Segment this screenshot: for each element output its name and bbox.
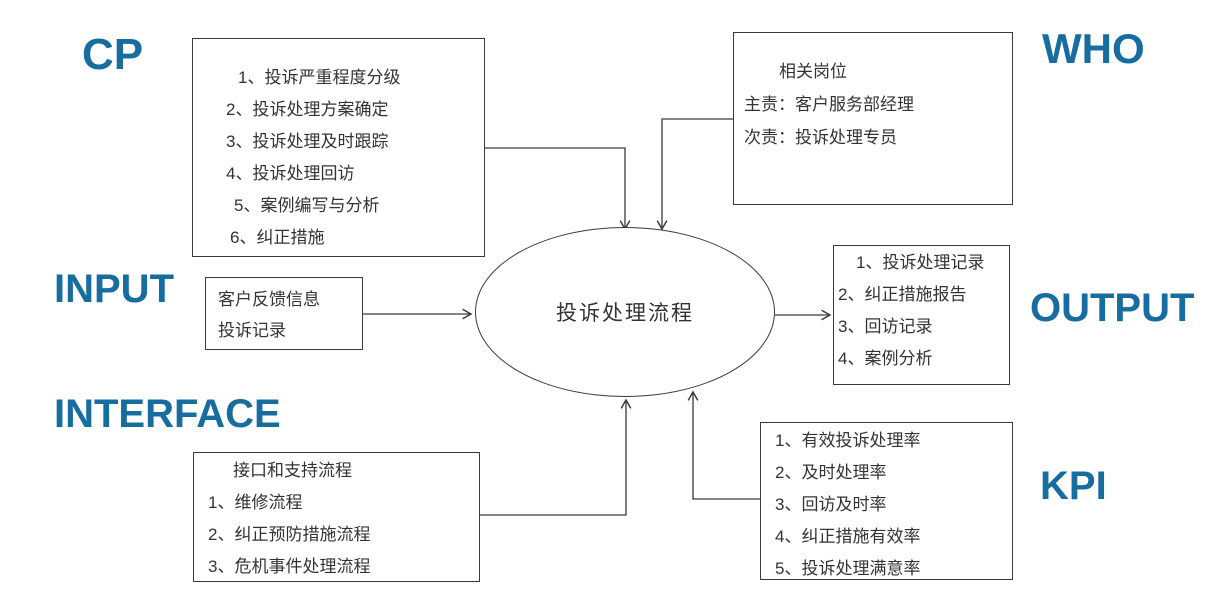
who-box-title: 相关岗位 [779,62,847,81]
output-item: 4、案例分析 [838,349,933,368]
cp-activity-item: 1、投诉严重程度分级 [238,68,401,87]
cp-activity-item: 2、投诉处理方案确定 [226,100,389,119]
label-who: WHO [1042,25,1145,72]
output-item: 1、投诉处理记录 [856,253,985,272]
input-item: 客户反馈信息 [218,290,320,309]
kpi-item: 3、回访及时率 [775,495,887,514]
interface-box-title: 接口和支持流程 [233,461,352,480]
input-box: 客户反馈信息投诉记录 [205,277,363,350]
process-ellipse: 投诉处理流程 [475,227,775,397]
who-roles-box: 相关岗位 主责：客户服务部经理次责：投诉处理专员 [733,32,1013,205]
connector-cp-to-process [485,147,631,231]
kpi-item: 1、有效投诉处理率 [775,431,921,450]
interface-box-items: 1、维修流程 2、纠正预防措施流程 3、危机事件处理流程 [208,487,479,583]
connector-interface-to-process [480,398,632,516]
label-output: OUTPUT [1030,286,1195,330]
cp-activities-box: 1、投诉严重程度分级 2、投诉处理方案确定 3、投诉处理及时跟踪 4、投诉处理回访 5、… [192,38,485,257]
interface-box: 接口和支持流程 1、维修流程 2、纠正预防措施流程 3、危机事件处理流程 [193,452,480,582]
label-interface: INTERFACE [54,392,281,436]
who-role-line: 主责：客户服务部经理 [744,95,914,114]
label-cp: CP [82,30,144,79]
output-item: 2、纠正措施报告 [838,285,967,304]
interface-item: 1、维修流程 [208,493,303,512]
cp-activity-item: 5、案例编写与分析 [234,196,380,215]
who-role-line: 次责：投诉处理专员 [744,128,897,147]
output-box: 1、投诉处理记录 2、纠正措施报告 3、回访记录 4、案例分析 [833,245,1010,385]
kpi-box: 1、有效投诉处理率 2、及时处理率 3、回访及时率 4、纠正措施有效率 5、投诉处理满意… [760,422,1013,580]
connector-who-to-process [656,118,733,231]
label-kpi: KPI [1040,464,1107,508]
interface-item: 2、纠正预防措施流程 [208,525,371,544]
kpi-item: 5、投诉处理满意率 [775,559,921,578]
connector-kpi-to-process [687,390,760,500]
kpi-item: 4、纠正措施有效率 [775,527,921,546]
kpi-item: 2、及时处理率 [775,463,887,482]
who-box-lines: 主责：客户服务部经理次责：投诉处理专员 [744,88,1012,154]
cp-activity-item: 6、纠正措施 [230,228,325,247]
input-item: 投诉记录 [218,321,286,340]
interface-item: 3、危机事件处理流程 [208,557,371,576]
output-item: 3、回访记录 [838,317,933,336]
cp-activity-item: 4、投诉处理回访 [226,164,355,183]
label-input: INPUT [54,267,174,311]
process-name: 投诉处理流程 [556,302,694,325]
cp-activity-item: 3、投诉处理及时跟踪 [226,132,389,151]
